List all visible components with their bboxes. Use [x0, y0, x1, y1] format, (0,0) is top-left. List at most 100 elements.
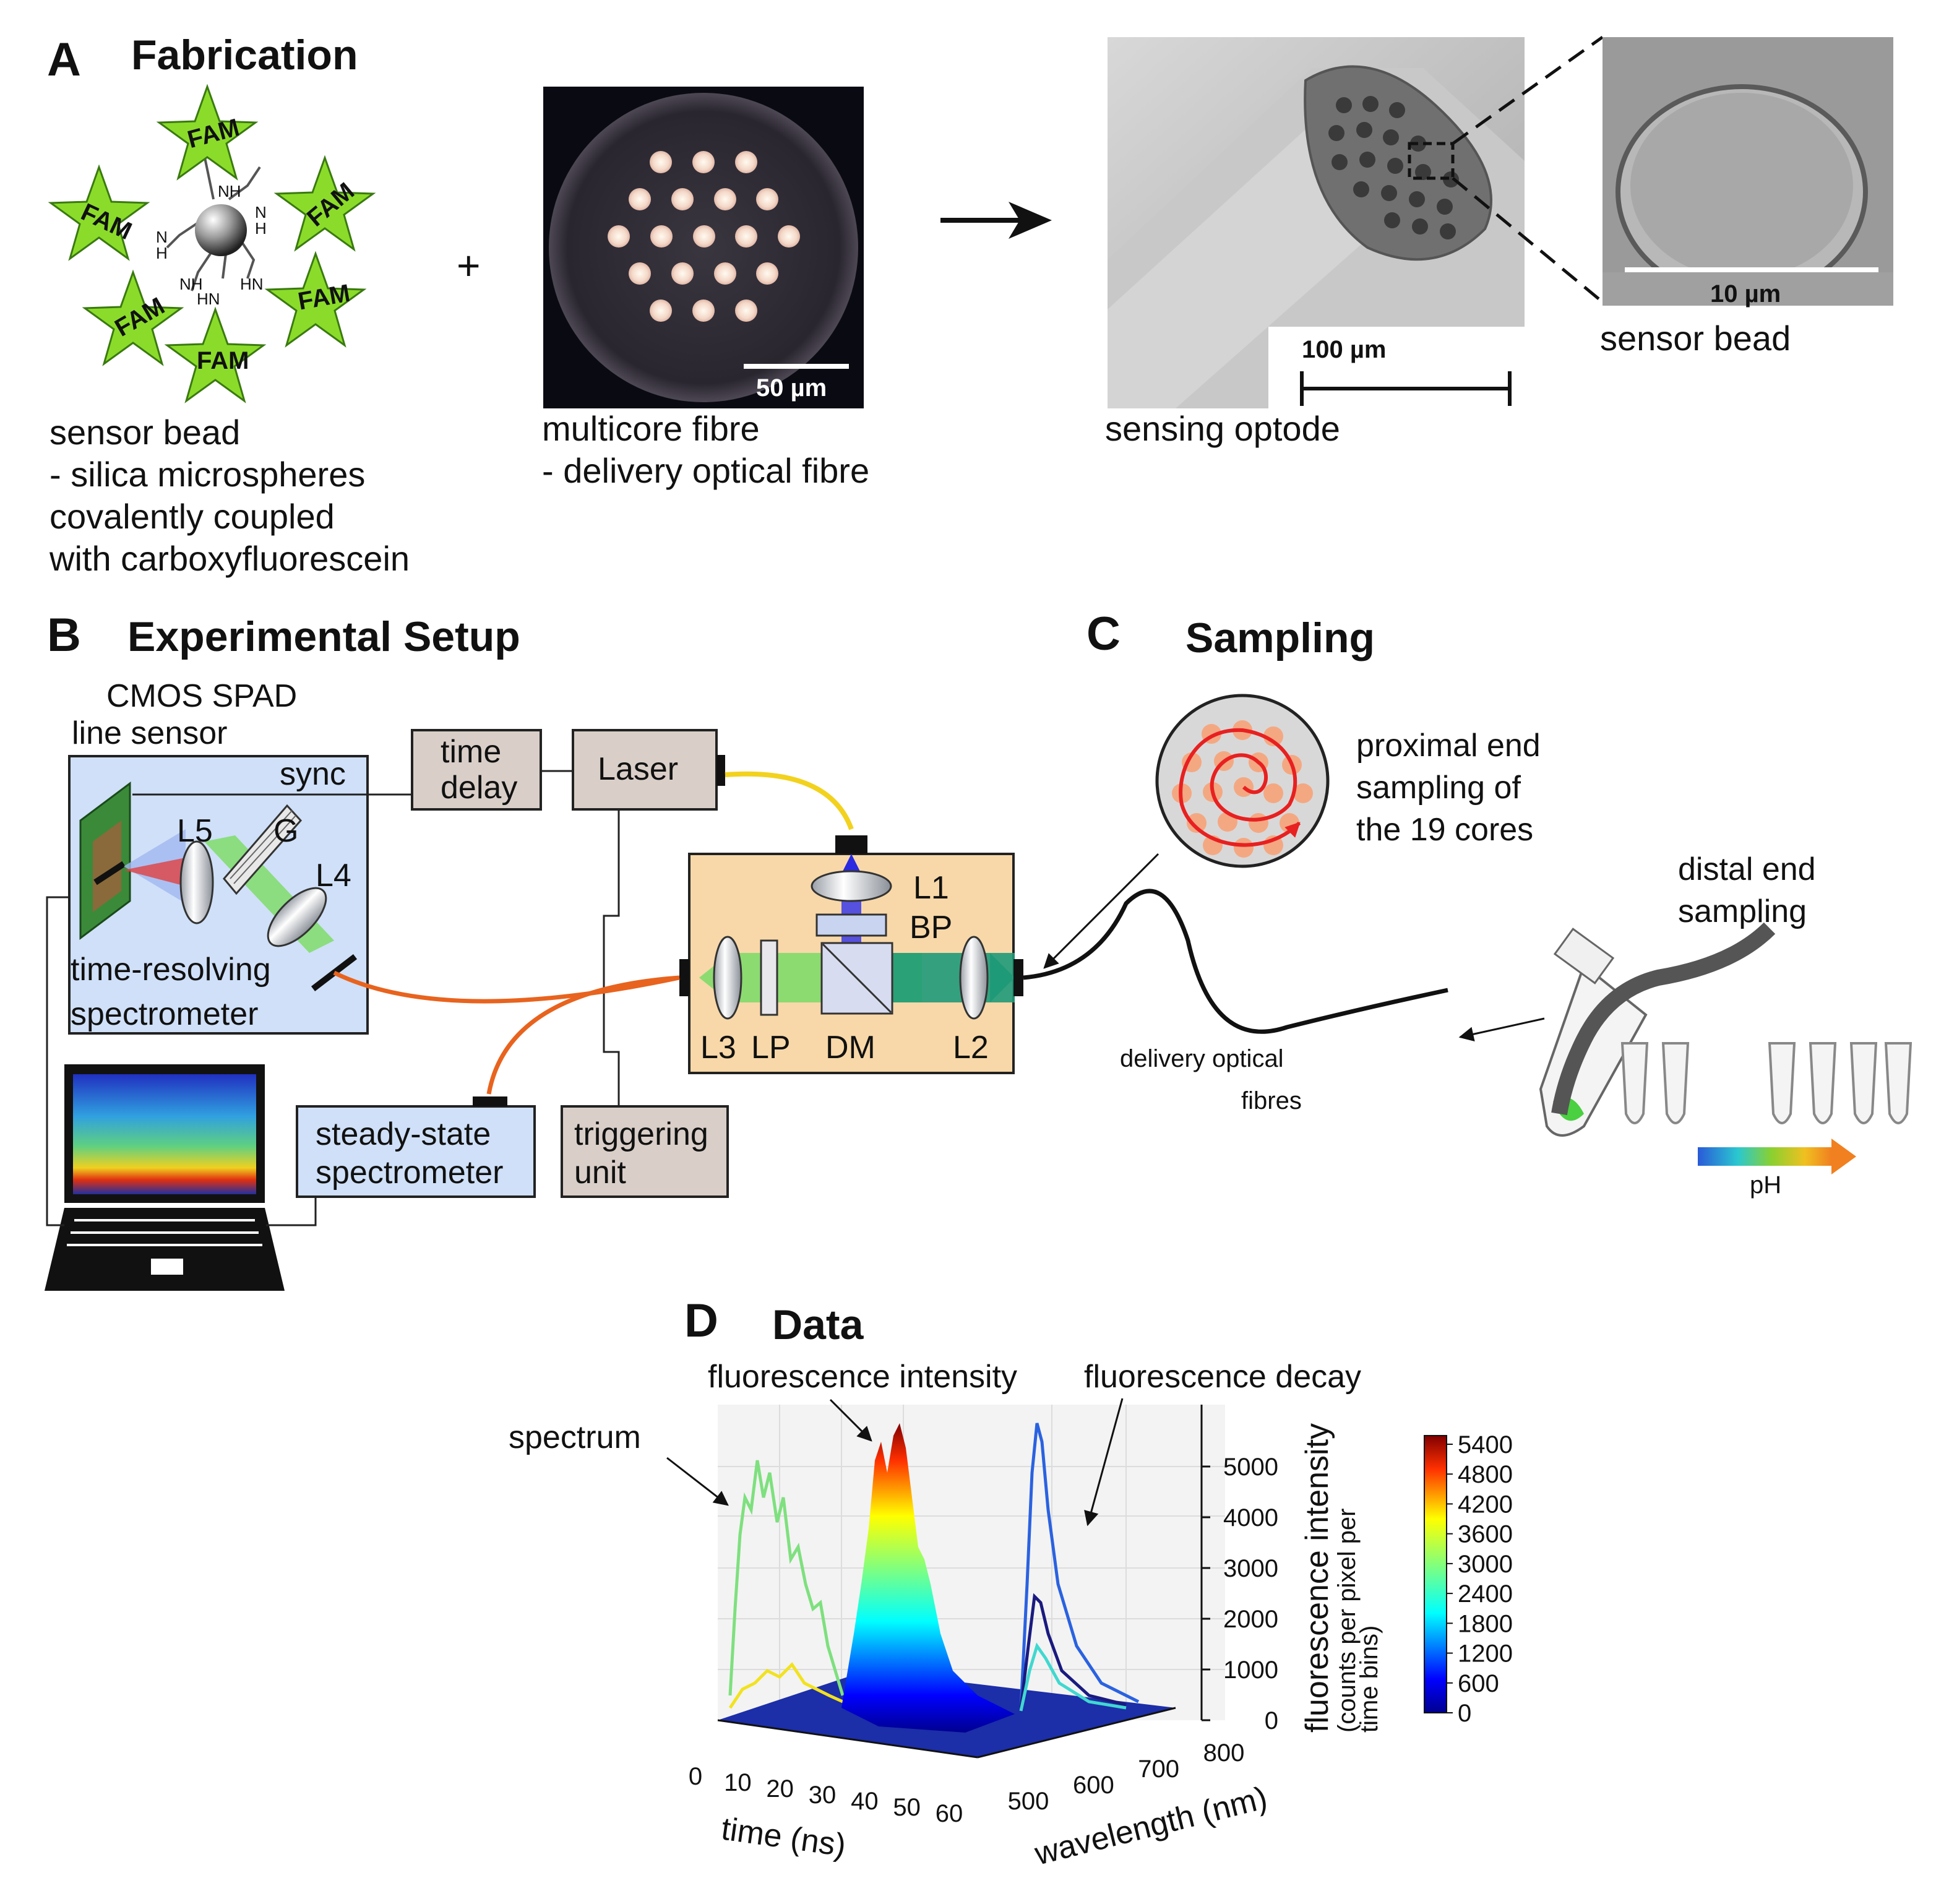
decay-arrow — [1084, 1398, 1124, 1527]
z-tick-label: 2000 — [1223, 1606, 1278, 1633]
intensity-arrow — [829, 1398, 872, 1442]
time-delay-box: time delay — [411, 729, 542, 811]
y-tick-label: 700 — [1138, 1755, 1179, 1783]
sensor-bead-sem-image: 10 µm — [1603, 37, 1893, 308]
colorbar-tick-label: 3000 — [1458, 1551, 1513, 1578]
cmos-sensor-board — [79, 782, 131, 940]
label-g: G — [273, 813, 298, 849]
panel-a-letter: A — [47, 33, 81, 86]
triggering-line-1: triggering — [574, 1116, 708, 1152]
x-tick-label: 0 — [689, 1763, 702, 1790]
laser-label: Laser — [598, 751, 678, 787]
proximal-line-3: the 19 cores — [1356, 812, 1533, 848]
annotation-spectrum: spectrum — [509, 1419, 641, 1455]
lens-l5 — [179, 840, 214, 924]
x-tick-label: 30 — [809, 1781, 837, 1809]
trs-label-line-1: time-resolving — [71, 952, 271, 988]
triggering-unit: triggering unit — [561, 1105, 729, 1198]
z-tick-label: 4000 — [1223, 1504, 1278, 1531]
fam-star-right — [264, 251, 367, 348]
bandpass-filter — [815, 913, 887, 937]
laptop-wiring — [46, 896, 317, 1226]
bead-caption-line-1: sensor bead — [49, 413, 240, 452]
ph-gradient-arrow — [1698, 1139, 1856, 1174]
x-tick-label: 20 — [766, 1775, 794, 1803]
ph-tubes — [1620, 1042, 1912, 1124]
fam-star-top — [156, 84, 259, 181]
colorbar-tick-label: 1200 — [1458, 1640, 1513, 1668]
fam-star-left — [48, 164, 150, 261]
panel-b-letter: B — [47, 609, 81, 661]
plot-axes — [717, 1405, 1203, 1759]
longpass-filter — [760, 939, 778, 1016]
fibre-to-trs — [333, 970, 680, 1004]
panel-c-title: Sampling — [1185, 614, 1375, 661]
optics-module: L1 BP L3 LP DM L2 — [679, 835, 1023, 1074]
y-tick-label: 600 — [1073, 1772, 1114, 1799]
y-tick-label: 800 — [1203, 1739, 1245, 1767]
x-tick-label: 50 — [893, 1794, 921, 1821]
colorbar-tick-label: 2400 — [1458, 1580, 1513, 1608]
sensor-bead-molecule: FAM FAM FAM FAM FAM FAM NH N H N H NH HN… — [48, 84, 376, 403]
fibre-cross-section — [549, 93, 858, 402]
lens-l1 — [811, 870, 892, 902]
fibre-to-steady-state — [486, 975, 680, 1095]
colorbar-tick-label: 3600 — [1458, 1521, 1513, 1548]
amine-label-left: N — [156, 228, 168, 246]
z-tick-label: 5000 — [1223, 1454, 1278, 1481]
label-l5: L5 — [177, 813, 213, 849]
spectrum-projection-yellow — [728, 1662, 844, 1709]
bead-caption-line-3: covalently coupled — [49, 497, 335, 536]
laser-fibre-yellow — [725, 771, 854, 830]
decay-curve-cyan — [1019, 1642, 1127, 1712]
sync-label: sync — [280, 756, 346, 792]
z-axis-label-line-2: (counts per pixel per — [1333, 1509, 1361, 1733]
fam-label-bottom: FAM — [197, 347, 249, 374]
plot-back-pane — [718, 1405, 1225, 1720]
label-dm: DM — [825, 1030, 876, 1066]
proximal-sampling-diagram: proximal end sampling of the 19 cores — [1155, 694, 1541, 868]
laptop-screen — [73, 1074, 256, 1194]
cmos-label-line-1: CMOS SPAD — [106, 678, 297, 714]
spectrum-projection-green — [728, 1460, 845, 1696]
distal-fibre — [1551, 922, 1776, 1116]
label-lp: LP — [751, 1030, 791, 1066]
spiral-scan-path — [1179, 728, 1301, 847]
steady-state-line-1: steady-state — [316, 1116, 491, 1152]
plus-sign: + — [457, 243, 481, 288]
amine-label-right: N — [255, 203, 267, 222]
panel-d-letter: D — [684, 1294, 718, 1347]
colorbar-tick-label: 4200 — [1458, 1491, 1513, 1518]
distal-line-1: distal end — [1678, 851, 1816, 887]
label-bp: BP — [910, 910, 952, 946]
lens-l3 — [713, 936, 742, 1020]
fibre-caption: multicore fibre - delivery optical fibre — [542, 409, 869, 490]
zoom-lines — [1452, 35, 1604, 303]
colorbar-tick-label: 5400 — [1458, 1431, 1513, 1458]
decay-curve-navy — [1019, 1593, 1127, 1708]
fam-star-lower-left — [82, 269, 184, 366]
fabrication-arrow — [940, 202, 1052, 239]
panel-c-letter: C — [1086, 608, 1121, 660]
time-delay-line-1: time — [441, 734, 501, 770]
panel-a-title: Fabrication — [131, 32, 358, 79]
x-tick-label: 10 — [724, 1769, 752, 1796]
amine-label-lower: HN — [197, 290, 220, 308]
fam-label-top: FAM — [184, 114, 242, 153]
multicore-fibre-image: 50 µm — [543, 87, 864, 408]
fam-star-bottom — [164, 306, 267, 403]
z-tick-label: 3000 — [1223, 1555, 1278, 1582]
laptop — [45, 1064, 285, 1291]
bead-caption-line-4: with carboxyfluorescein — [49, 539, 410, 578]
z-tick-label: 1000 — [1223, 1656, 1278, 1684]
colorbar-tick-label: 0 — [1458, 1700, 1471, 1727]
label-l1: L1 — [913, 870, 949, 906]
delivery-line-2: fibres — [1241, 1087, 1302, 1114]
proximal-line-1: proximal end — [1356, 728, 1541, 764]
colorbar-gradient — [1424, 1435, 1447, 1713]
proximal-arrow — [1043, 853, 1159, 969]
keyboard-keys — [67, 1219, 262, 1246]
